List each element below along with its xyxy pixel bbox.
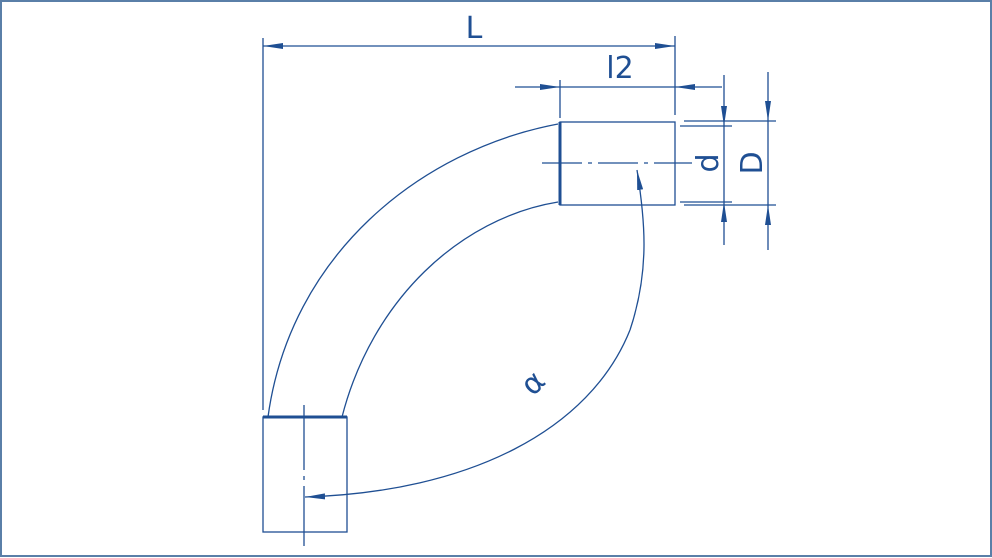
dimension-l2: l2 [515,51,722,118]
label-alpha: α [514,364,553,403]
bottom-socket [262,405,348,546]
top-socket [542,121,692,206]
bend-inner-arc [341,201,559,418]
bend-outer-arc [267,123,559,418]
dimension-d: d [680,75,732,245]
label-L: L [466,11,483,46]
dimension-D: D [684,72,776,250]
label-D: D [735,151,770,174]
label-d: d [691,153,726,172]
label-l2: l2 [606,51,633,86]
dimension-L: L [262,11,676,410]
dimension-angle: α [304,169,645,500]
